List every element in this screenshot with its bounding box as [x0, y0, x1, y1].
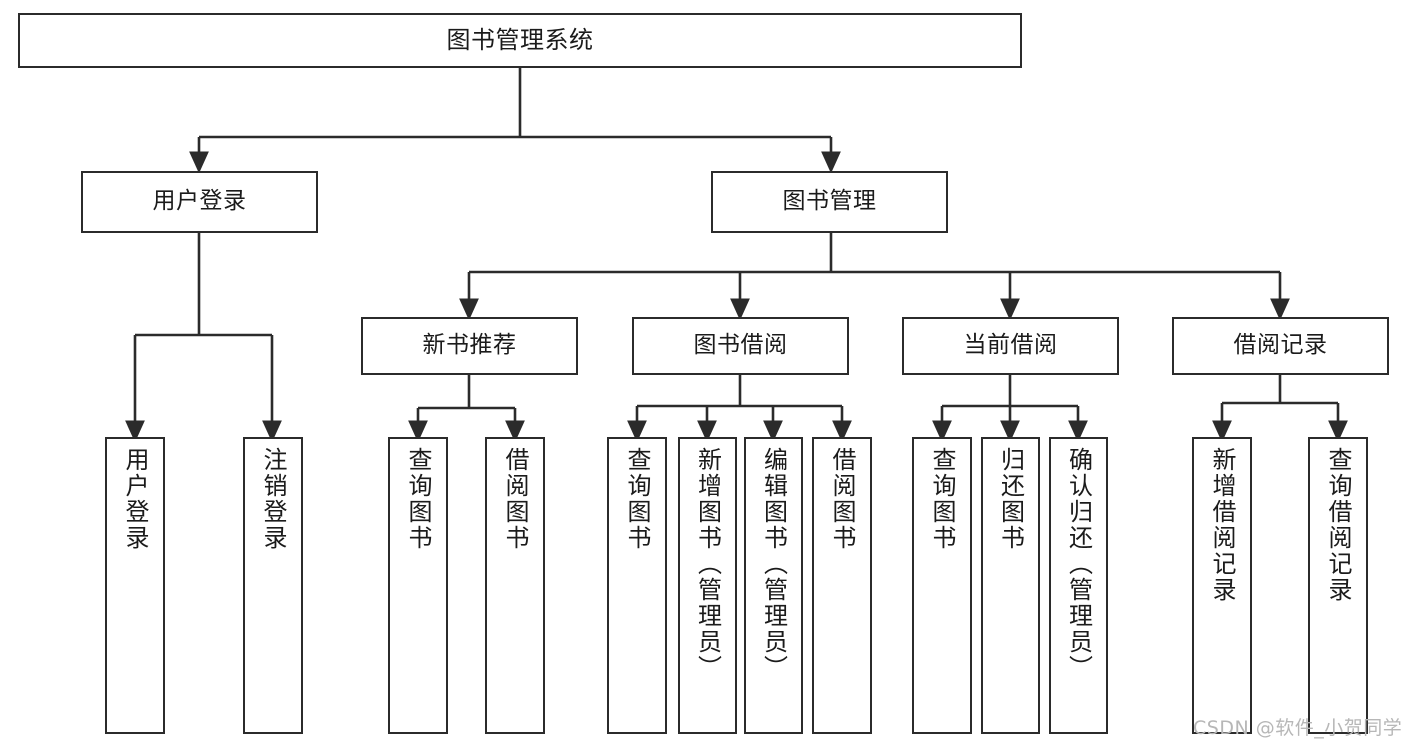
- node-label: 图书管理系统: [446, 26, 594, 55]
- node-label: 图书借阅: [693, 332, 788, 359]
- leaf-borrow-book-recommend[interactable]: 借阅图书: [485, 437, 545, 734]
- node-label: 查询图书: [404, 447, 432, 551]
- node-label: 新增借阅记录: [1208, 447, 1236, 603]
- leaf-return-book[interactable]: 归还图书: [981, 437, 1040, 734]
- leaf-logout[interactable]: 注销登录: [243, 437, 303, 734]
- node-label: 查询借阅记录: [1324, 447, 1352, 603]
- node-label: 编辑图书（管理员）: [759, 447, 788, 681]
- node-book-borrow[interactable]: 图书借阅: [632, 317, 849, 375]
- node-label: 查询图书: [928, 447, 956, 551]
- node-label: 用户登录: [152, 188, 247, 215]
- leaf-user-login[interactable]: 用户登录: [105, 437, 165, 734]
- node-label: 借阅图书: [501, 447, 529, 551]
- node-label: 新书推荐: [422, 332, 517, 359]
- node-user-login[interactable]: 用户登录: [81, 171, 318, 233]
- leaf-borrow-book[interactable]: 借阅图书: [812, 437, 872, 734]
- leaf-confirm-return[interactable]: 确认归还（管理员）: [1049, 437, 1108, 734]
- node-root-system[interactable]: 图书管理系统: [18, 13, 1022, 68]
- node-label: 确认归还（管理员）: [1064, 447, 1093, 681]
- node-label: 图书管理: [782, 188, 877, 215]
- leaf-add-book[interactable]: 新增图书（管理员）: [678, 437, 737, 734]
- node-label: 当前借阅: [963, 332, 1058, 359]
- node-label: 新增图书（管理员）: [693, 447, 722, 681]
- node-label: 注销登录: [259, 447, 287, 551]
- node-label: 用户登录: [121, 447, 149, 551]
- watermark-text: CSDN @软件_小贺同学: [1193, 717, 1403, 739]
- node-label: 查询图书: [623, 447, 651, 551]
- leaf-query-book-recommend[interactable]: 查询图书: [388, 437, 448, 734]
- leaf-query-book-current[interactable]: 查询图书: [912, 437, 972, 734]
- node-current-borrow[interactable]: 当前借阅: [902, 317, 1119, 375]
- leaf-edit-book[interactable]: 编辑图书（管理员）: [744, 437, 803, 734]
- node-borrow-record[interactable]: 借阅记录: [1172, 317, 1389, 375]
- leaf-query-book-borrow[interactable]: 查询图书: [607, 437, 667, 734]
- leaf-query-borrow-record[interactable]: 查询借阅记录: [1308, 437, 1368, 734]
- node-book-manage[interactable]: 图书管理: [711, 171, 948, 233]
- node-label: 归还图书: [996, 447, 1025, 551]
- node-label: 借阅记录: [1233, 332, 1328, 359]
- node-label: 借阅图书: [828, 447, 856, 551]
- node-new-book-recommend[interactable]: 新书推荐: [361, 317, 578, 375]
- leaf-add-borrow-record[interactable]: 新增借阅记录: [1192, 437, 1252, 734]
